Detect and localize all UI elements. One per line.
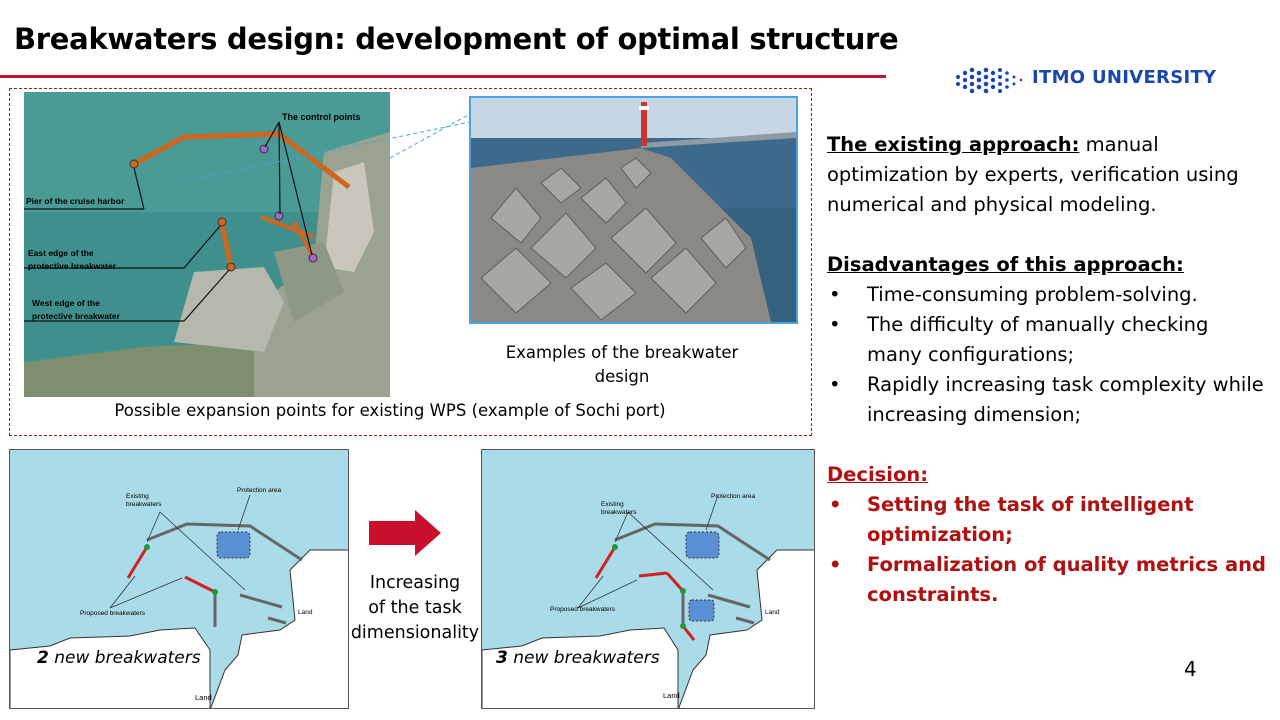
decision-heading: Decision: [827, 463, 929, 486]
dimension-increase-note: Increasing of the task dimensionality [350, 573, 480, 643]
label-existing-line2: breakwaters [126, 501, 162, 508]
label-land-right: Land [298, 609, 313, 616]
existing-approach: The existing approach: manual optimizati… [827, 133, 1239, 216]
sochi-port-aerial-map: The control points Pier of the cruise ha… [24, 92, 390, 397]
map-photo-connector [180, 113, 471, 183]
list-item: The difficulty of manually checking many… [827, 310, 1267, 370]
aerial-caption: Possible expansion points for existing W… [114, 401, 666, 420]
scheme-three-breakwaters: Existing breakwaters Protection area Pro… [481, 449, 815, 709]
list-item: Rapidly increasing task complexity while… [827, 370, 1267, 430]
label-land-bottom: Land [195, 693, 212, 702]
logo-text: ITMO UNIVERSITY [1032, 67, 1217, 88]
photo-caption: Examples of the breakwater design [505, 343, 739, 386]
approach-text-panel: The existing approach: manual optimizati… [827, 130, 1267, 610]
list-item: Time-consuming problem-solving. [827, 280, 1267, 310]
disadvantages-heading: Disadvantages of this approach: [827, 253, 1184, 276]
label-existing-line2: breakwaters [601, 509, 637, 516]
label-existing-line1: Existing [601, 501, 624, 508]
label-east-edge-line1: East edge of the [28, 248, 94, 258]
list-item: Formalization of quality metrics and con… [827, 550, 1267, 610]
label-proposed: Proposed breakwaters [550, 606, 616, 613]
label-protection-area: Protection area [711, 493, 755, 500]
label-proposed: Proposed breakwaters [80, 610, 146, 617]
label-pier: Pier of the cruise harbor [26, 196, 125, 206]
label-land-right: Land [765, 609, 780, 616]
label-land-bottom: Land [663, 691, 680, 700]
slide-title: Breakwaters design: development of optim… [14, 22, 899, 56]
label-west-edge-line2: protective breakwater [32, 311, 121, 321]
scheme2-caption: 3 new breakwaters [496, 648, 660, 668]
right-arrow-icon [369, 510, 441, 556]
label-west-edge-line1: West edge of the [32, 298, 100, 308]
title-underline [0, 75, 886, 78]
scheme1-caption: 2 new breakwaters [37, 648, 201, 668]
label-protection-area: Protection area [237, 487, 281, 494]
label-existing-line1: Existing [126, 493, 149, 500]
disadvantages-list: Time-consuming problem-solving. The diff… [827, 280, 1267, 430]
breakwater-photo [469, 96, 798, 324]
page-number: 4 [1184, 657, 1197, 681]
list-item: Setting the task of intelligent optimiza… [827, 490, 1267, 550]
decision-list: Setting the task of intelligent optimiza… [827, 490, 1267, 610]
label-east-edge-line2: protective breakwater [28, 261, 117, 271]
label-control-points: The control points [282, 112, 361, 122]
itmo-logo-icon [956, 67, 1023, 94]
scheme-two-breakwaters: Existing breakwaters Protection area Pro… [9, 449, 349, 709]
examples-frame [9, 88, 812, 436]
